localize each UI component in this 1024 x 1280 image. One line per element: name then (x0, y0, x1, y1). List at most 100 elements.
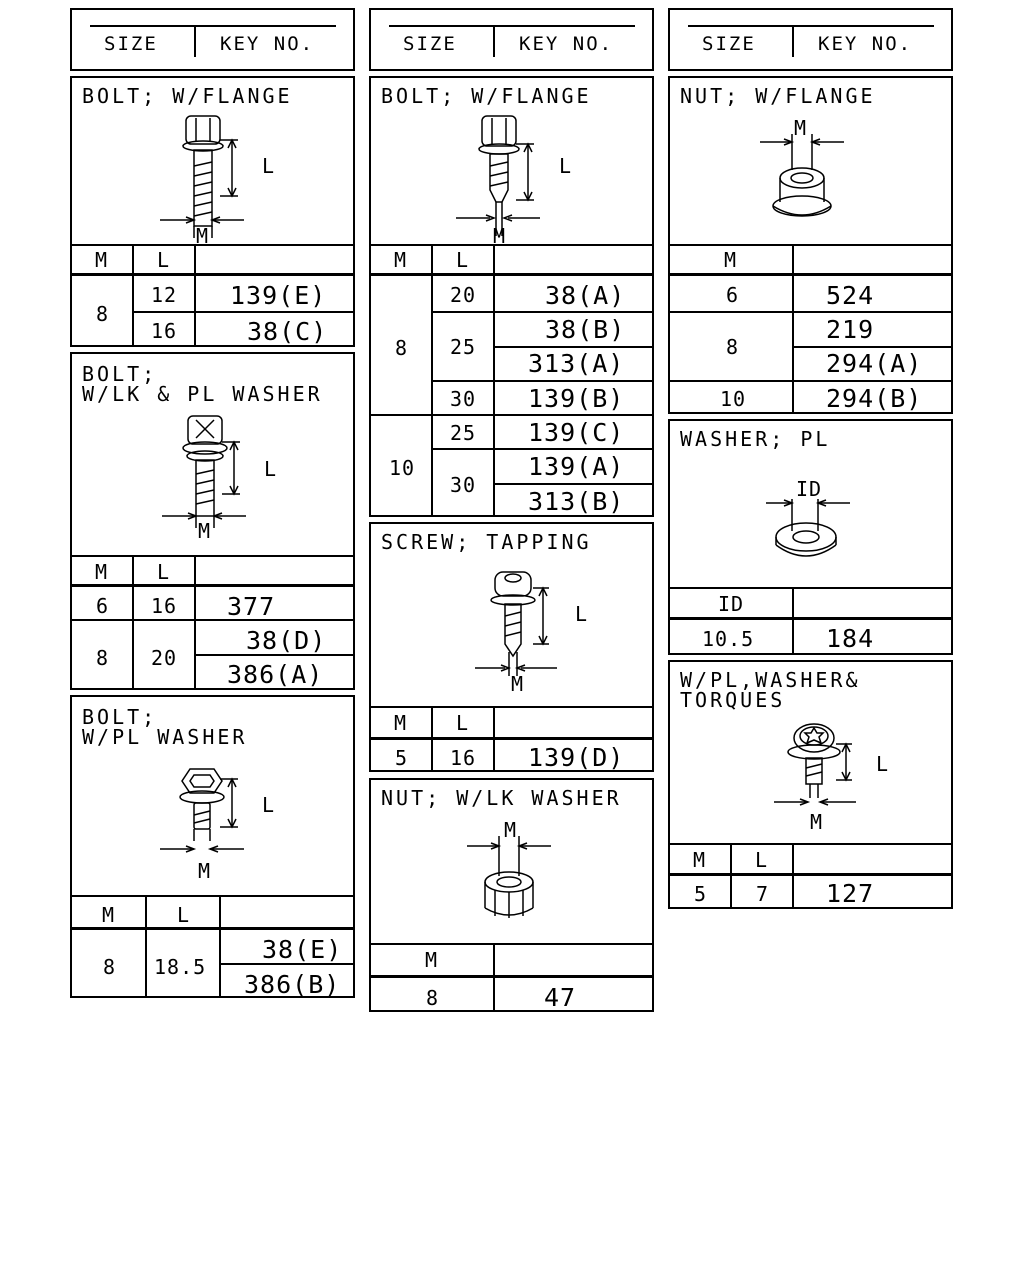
size-header-col1: SIZE KEY NO. (70, 8, 355, 71)
dim-l-label: L (575, 602, 589, 626)
col-m: M (425, 948, 439, 972)
col-l: L (456, 248, 470, 272)
col-id: ID (718, 592, 745, 616)
pl-washer-bolt-drawing (160, 763, 260, 863)
part-nut-flange: NUT; W/FLANGE M M 6 524 8 219 294(A) 10 … (668, 76, 953, 414)
size-label: SIZE (403, 33, 457, 55)
part-title-line2: TORQUES (680, 688, 786, 712)
cell-key: 38(B) (545, 315, 626, 344)
cell-m: 8 (726, 335, 740, 359)
lk-washer-nut-drawing (467, 832, 557, 924)
pl-washer-drawing (766, 481, 856, 571)
cell-key: 294(A) (826, 349, 923, 378)
part-bolt-flange-a: BOLT; W/FLANGE L M M L 8 12 139(E) 16 38… (70, 76, 355, 347)
dim-m-label: M (198, 859, 212, 883)
dim-m-label: M (198, 519, 212, 543)
part-title: SCREW; TAPPING (381, 530, 592, 554)
dim-l-label: L (264, 457, 278, 481)
dim-l-label: L (559, 154, 573, 178)
cell-key: 47 (544, 983, 577, 1012)
cell-l: 20 (450, 283, 477, 307)
col-l: L (157, 248, 171, 272)
cell-l: 18.5 (154, 955, 207, 979)
cell-key: 139(E) (230, 281, 327, 310)
dim-m-label: M (196, 224, 210, 248)
cell-key: 313(B) (528, 487, 625, 516)
cell-key: 139(D) (528, 743, 625, 772)
cell-key: 38(D) (246, 626, 327, 655)
flange-bolt-drawing (160, 110, 260, 248)
part-bolt-lk-pl-washer: BOLT; W/LK & PL WASHER L M M L 6 16 377 … (70, 352, 355, 690)
size-header-col3: SIZE KEY NO. (668, 8, 953, 71)
cell-l: 25 (450, 335, 477, 359)
part-washer-pl: WASHER; PL ID ID 10.5 184 (668, 419, 953, 655)
size-label: SIZE (104, 33, 158, 55)
size-label: SIZE (702, 33, 756, 55)
dim-m-label: M (493, 224, 507, 248)
col-l: L (177, 903, 191, 927)
part-torques-screw: W/PL,WASHER& TORQUES L M M L 5 7 127 (668, 660, 953, 909)
cell-key: 294(B) (826, 384, 923, 413)
flange-bolt-drawing (456, 112, 556, 250)
part-bolt-pl-washer: BOLT; W/PL WASHER L M M L 8 18.5 38(E) 3… (70, 695, 355, 998)
cell-m: 8 (395, 336, 409, 360)
cell-key: 139(C) (528, 418, 625, 447)
dim-m-label: M (810, 810, 824, 834)
key-no-label: KEY NO. (220, 33, 315, 55)
col-m: M (95, 560, 109, 584)
cell-m: 5 (694, 882, 708, 906)
cell-key: 139(B) (528, 384, 625, 413)
lk-pl-washer-bolt-drawing (162, 412, 262, 542)
col-m: M (724, 248, 738, 272)
dim-l-label: L (262, 793, 276, 817)
cell-key: 38(E) (262, 935, 343, 964)
cell-key: 38(C) (247, 317, 328, 346)
col-m: M (394, 711, 408, 735)
dim-m-label: M (511, 672, 525, 696)
cell-key: 219 (826, 315, 875, 344)
cell-key: 139(A) (528, 452, 625, 481)
cell-l: 30 (450, 387, 477, 411)
tapping-screw-drawing (475, 568, 575, 688)
cell-m: 8 (426, 986, 440, 1010)
cell-l: 25 (450, 421, 477, 445)
size-header-col2: SIZE KEY NO. (369, 8, 654, 71)
cell-l: 16 (151, 594, 178, 618)
part-nut-lk-washer: NUT; W/LK WASHER M M 8 47 (369, 778, 654, 1012)
cell-m: 8 (96, 646, 110, 670)
cell-id: 10.5 (702, 627, 755, 651)
dim-l-label: L (876, 752, 890, 776)
dim-id-label: ID (796, 477, 823, 501)
cell-key: 386(A) (227, 660, 324, 689)
cell-l: 12 (151, 283, 178, 307)
cell-key: 127 (826, 879, 875, 908)
dim-l-label: L (262, 154, 276, 178)
cell-key: 184 (826, 624, 875, 653)
dim-m-label: M (794, 116, 808, 140)
col-l: L (157, 560, 171, 584)
cell-m: 10 (720, 387, 747, 411)
cell-l: 20 (151, 646, 178, 670)
cell-m: 5 (395, 746, 409, 770)
col-m: M (693, 848, 707, 872)
part-title-line2: W/LK & PL WASHER (82, 382, 323, 406)
col-m: M (394, 248, 408, 272)
cell-m: 8 (103, 955, 117, 979)
cell-m: 6 (726, 283, 740, 307)
part-title-line1: BOLT; (82, 362, 158, 386)
cell-key: 313(A) (528, 349, 625, 378)
part-screw-tapping: SCREW; TAPPING L M M L 5 16 139(D) (369, 522, 654, 772)
col-m: M (95, 248, 109, 272)
part-bolt-flange-b: BOLT; W/FLANGE L M M L 8 20 38(A) 25 38(… (369, 76, 654, 517)
cell-l: 16 (450, 746, 477, 770)
cell-m: 10 (389, 456, 416, 480)
part-title: NUT; W/LK WASHER (381, 786, 622, 810)
torx-washer-screw-drawing (774, 718, 874, 818)
part-title: BOLT; W/FLANGE (381, 84, 592, 108)
cell-key: 524 (826, 281, 875, 310)
cell-key: 386(B) (244, 970, 341, 999)
part-title: BOLT; W/FLANGE (82, 84, 293, 108)
cell-m: 8 (96, 302, 110, 326)
part-title: NUT; W/FLANGE (680, 84, 876, 108)
col-l: L (456, 711, 470, 735)
